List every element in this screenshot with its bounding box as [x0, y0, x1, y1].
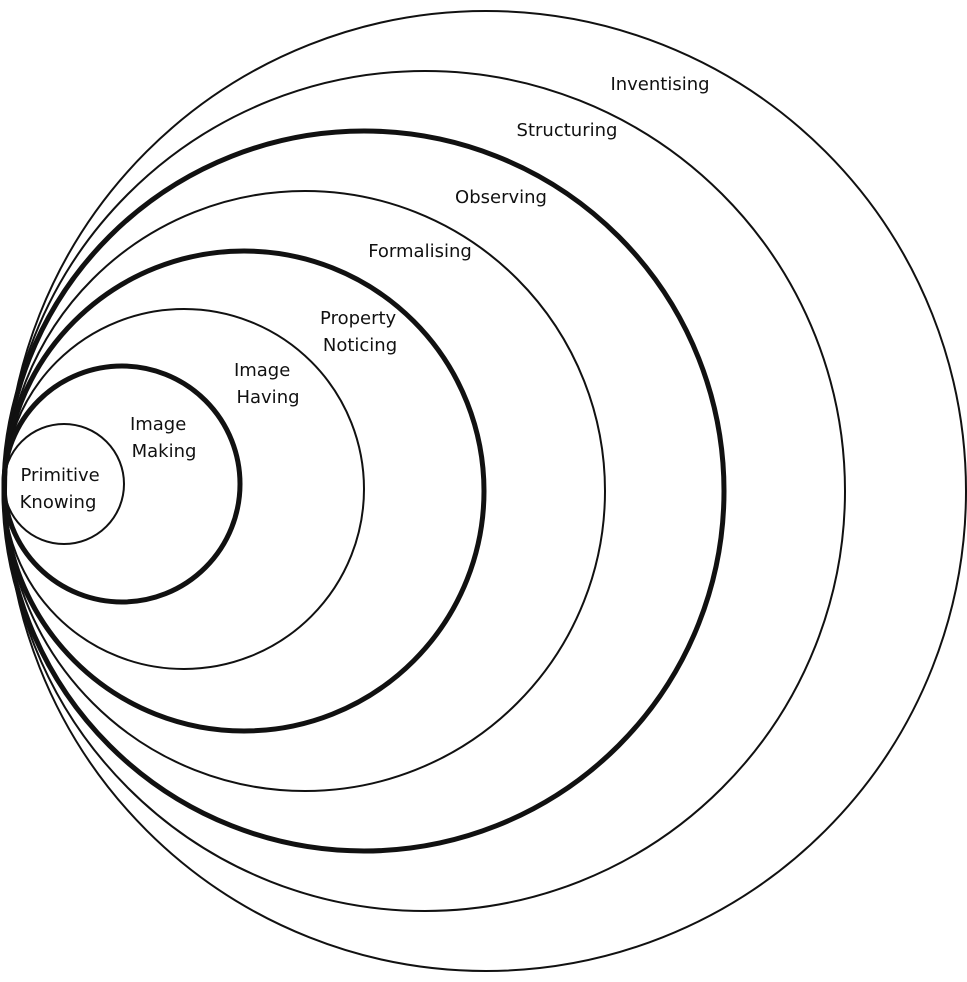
label-property-noticing-line-2: Noticing: [323, 335, 397, 356]
ring-primitive-knowing: [3, 423, 125, 545]
label-structuring-line-1: Structuring: [517, 120, 618, 141]
label-property-noticing-line-1: Property: [320, 308, 397, 329]
label-primitive-knowing-line-1: Primitive: [21, 465, 100, 486]
label-inventising: Inventising: [610, 74, 709, 95]
label-property-noticing: Property Noticing: [320, 308, 402, 356]
label-structuring: Structuring: [517, 120, 618, 141]
label-observing: Observing: [455, 187, 547, 208]
label-image-having: Image Having: [234, 360, 300, 408]
label-formalising: Formalising: [368, 241, 472, 262]
label-formalising-line-1: Formalising: [368, 241, 472, 262]
label-primitive-knowing: Primitive Knowing: [20, 465, 106, 513]
label-inventising-line-1: Inventising: [610, 74, 709, 95]
label-image-making-line-1: Image: [130, 414, 186, 435]
label-image-having-line-2: Having: [236, 387, 299, 408]
label-image-making: Image Making: [130, 414, 196, 462]
label-primitive-knowing-line-2: Knowing: [20, 492, 97, 513]
label-observing-line-1: Observing: [455, 187, 547, 208]
label-image-having-line-1: Image: [234, 360, 290, 381]
label-image-making-line-2: Making: [132, 441, 197, 462]
